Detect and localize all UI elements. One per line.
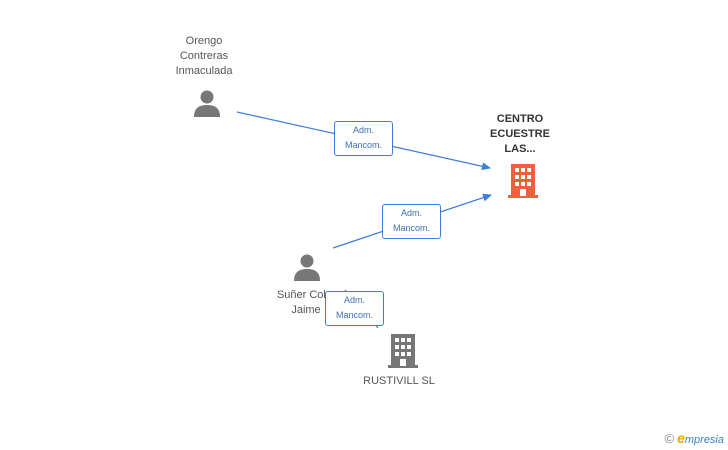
company-node-label[interactable]: CENTRO ECUESTRE LAS... (470, 112, 570, 157)
role-line: Mancom. (392, 223, 430, 233)
role-line: Mancom. (335, 310, 373, 320)
company-name-line: CENTRO (496, 113, 544, 125)
role-label[interactable]: Adm. Mancom. (334, 121, 393, 156)
person-name-line: Suñer Col... (276, 289, 336, 301)
company-node-label[interactable]: RUSTIVILL SL (349, 374, 449, 389)
building-icon[interactable] (387, 334, 419, 368)
person-name-line: Orengo (185, 35, 223, 47)
person-node-label[interactable]: Orengo Contreras Inmaculada (154, 34, 254, 79)
person-name-line: Contreras (179, 50, 229, 62)
role-line: Mancom. (344, 140, 382, 150)
brand-logo-initial: e (677, 430, 685, 446)
person-node-label[interactable]: Suñer Col... Jaime (256, 288, 356, 318)
person-name-line: Jaime (291, 304, 321, 316)
role-label[interactable]: Adm. Mancom. (325, 291, 384, 326)
person-icon[interactable] (292, 253, 322, 283)
building-icon[interactable] (507, 164, 539, 198)
role-label[interactable]: Adm. Mancom. (382, 204, 441, 239)
role-line: Adm. (343, 295, 365, 305)
company-name-line: RUSTIVILL SL (363, 375, 435, 387)
brand-watermark: ©empresia (664, 430, 724, 446)
person-name-line: Inmaculada (175, 65, 233, 77)
company-name-line: LAS... (504, 143, 536, 155)
copyright-symbol: © (664, 430, 675, 446)
company-name-line: ECUESTRE (490, 128, 550, 140)
role-line: Adm. (352, 125, 374, 135)
person-icon[interactable] (192, 89, 222, 119)
role-line: Adm. (400, 208, 422, 218)
brand-logo-text: mpresia (684, 434, 724, 446)
